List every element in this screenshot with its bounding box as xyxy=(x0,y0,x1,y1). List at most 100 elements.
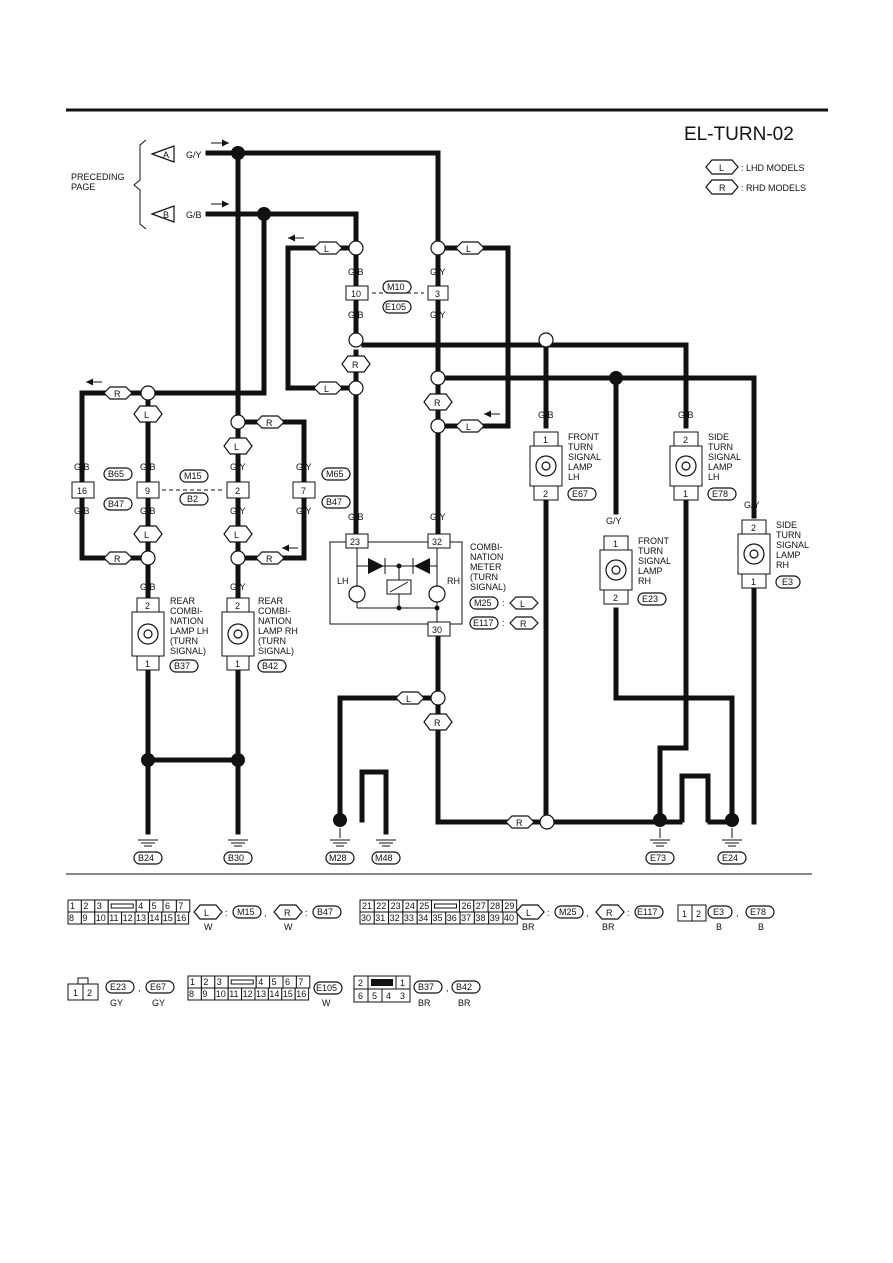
svg-text:G/B: G/B xyxy=(140,582,156,592)
svg-text:B47: B47 xyxy=(317,907,333,917)
svg-text:GY: GY xyxy=(152,998,165,1008)
svg-text:R: R xyxy=(434,398,441,408)
svg-text:RH: RH xyxy=(776,560,789,570)
pin-label: 35 xyxy=(433,913,443,923)
svg-text::: : xyxy=(547,908,550,918)
svg-text:G/Y: G/Y xyxy=(430,310,446,320)
svg-text:B: B xyxy=(679,790,685,800)
legend: L : LHD MODELS R : RHD MODELS xyxy=(705,159,806,195)
svg-text:LAMP: LAMP xyxy=(708,462,733,472)
svg-text:1: 1 xyxy=(400,978,405,988)
preceding-label-1: PRECEDING xyxy=(71,172,125,182)
pin-label: 40 xyxy=(504,913,514,923)
svg-text:B: B xyxy=(716,922,722,932)
svg-text:M15: M15 xyxy=(237,907,255,917)
svg-text:E105: E105 xyxy=(316,983,337,993)
model-tags: L L R L R L R L R L L L R R L R R xyxy=(103,241,535,829)
legend-lhd-text: : LHD MODELS xyxy=(741,163,805,173)
tag-l-6: L xyxy=(223,437,253,455)
svg-text:LAMP: LAMP xyxy=(568,462,593,472)
pin-label: 4 xyxy=(258,977,263,987)
svg-text:E67: E67 xyxy=(572,489,588,499)
wires xyxy=(79,150,757,835)
rear-combination-lamp-rh: 2 1 REAR COMBI- NATION LAMP RH (TURN SIG… xyxy=(221,596,298,673)
pin-label: 4 xyxy=(138,901,143,911)
svg-text:B: B xyxy=(751,790,757,800)
pin-label: 5 xyxy=(152,901,157,911)
pin-label: 39 xyxy=(490,913,500,923)
pin-label: 11 xyxy=(109,913,118,923)
meter-lh-label: LH xyxy=(337,576,349,586)
pin-label: 10 xyxy=(216,989,226,999)
svg-text:COMBI-: COMBI- xyxy=(170,606,203,616)
svg-text:M48: M48 xyxy=(375,853,393,863)
svg-text:B: B xyxy=(758,922,764,932)
svg-text:NATION: NATION xyxy=(258,616,291,626)
pin-label: 21 xyxy=(362,901,372,911)
svg-text:B: B xyxy=(657,790,663,800)
svg-text:B: B xyxy=(235,820,241,830)
svg-text:SIDE: SIDE xyxy=(708,432,729,442)
svg-text:BR: BR xyxy=(458,998,471,1008)
svg-text:SIGNAL: SIGNAL xyxy=(568,452,601,462)
preceding-page: PRECEDING PAGE A G/Y B G/B xyxy=(71,139,229,230)
svg-text:R: R xyxy=(606,908,613,918)
wire-labels: G/B G/Y G/B G/Y G/B G/B G/Y G/Y G/B G/B … xyxy=(74,267,760,830)
rear-combination-lamp-lh: 2 1 REAR COMBI- NATION LAMP LH (TURN SIG… xyxy=(131,596,208,673)
svg-text:E24: E24 xyxy=(722,853,738,863)
pin-label: 7 xyxy=(298,977,303,987)
svg-text::: : xyxy=(305,908,308,918)
svg-text:B: B xyxy=(359,790,365,800)
svg-text:G/Y: G/Y xyxy=(296,462,312,472)
svg-text:2: 2 xyxy=(696,909,701,919)
svg-text:L: L xyxy=(234,530,239,540)
pin-label: 1 xyxy=(190,977,195,987)
legend-lhd-symbol: L xyxy=(719,163,724,173)
svg-text:1: 1 xyxy=(235,659,240,669)
combination-meter: 23 32 30 LH RH COMBI- NATION METER (TURN… xyxy=(329,533,539,637)
svg-text:30: 30 xyxy=(432,625,442,635)
pin-label: 12 xyxy=(123,913,133,923)
ground-m28: M28 xyxy=(325,828,355,865)
svg-text:1: 1 xyxy=(543,435,548,445)
svg-text:4: 4 xyxy=(386,991,391,1001)
svg-text:B24: B24 xyxy=(138,853,154,863)
svg-text:SIDE: SIDE xyxy=(776,520,797,530)
svg-text:9: 9 xyxy=(145,486,150,496)
pin-label: 9 xyxy=(202,989,207,999)
pin-label: 27 xyxy=(476,901,486,911)
svg-text:B: B xyxy=(729,790,735,800)
svg-text:B: B xyxy=(145,680,151,690)
svg-text:2: 2 xyxy=(145,601,150,611)
svg-text:RH: RH xyxy=(638,576,651,586)
svg-text:,: , xyxy=(264,908,267,918)
svg-text:R: R xyxy=(114,554,121,564)
svg-text:E117: E117 xyxy=(473,618,493,628)
tag-r-5: R xyxy=(103,551,133,565)
svg-text:B: B xyxy=(543,790,549,800)
svg-text:R: R xyxy=(266,554,273,564)
svg-text:G/Y: G/Y xyxy=(744,500,760,510)
pin-label: 36 xyxy=(447,913,457,923)
svg-text:W: W xyxy=(204,922,213,932)
svg-text:W: W xyxy=(322,998,331,1008)
connector-m15-row: 16 9 2 7 B65 B47 M15 B2 M65 B47 xyxy=(71,467,351,511)
svg-text:L: L xyxy=(526,908,531,918)
svg-text:L: L xyxy=(406,694,411,704)
svg-text::: : xyxy=(502,598,505,608)
pin-label: 6 xyxy=(285,977,290,987)
svg-text:1: 1 xyxy=(145,659,150,669)
svg-text:B30: B30 xyxy=(228,853,244,863)
svg-text:B42: B42 xyxy=(262,661,278,671)
svg-text:G/B: G/B xyxy=(538,410,554,420)
tag-l-8: L xyxy=(223,525,253,543)
svg-text:FRONT: FRONT xyxy=(638,536,669,546)
svg-text:10: 10 xyxy=(351,289,361,299)
svg-text:B65: B65 xyxy=(108,469,124,479)
wire-a-color: G/Y xyxy=(186,150,202,160)
svg-text:2: 2 xyxy=(613,593,618,603)
svg-text:M65: M65 xyxy=(326,469,344,479)
svg-text:1: 1 xyxy=(683,489,688,499)
